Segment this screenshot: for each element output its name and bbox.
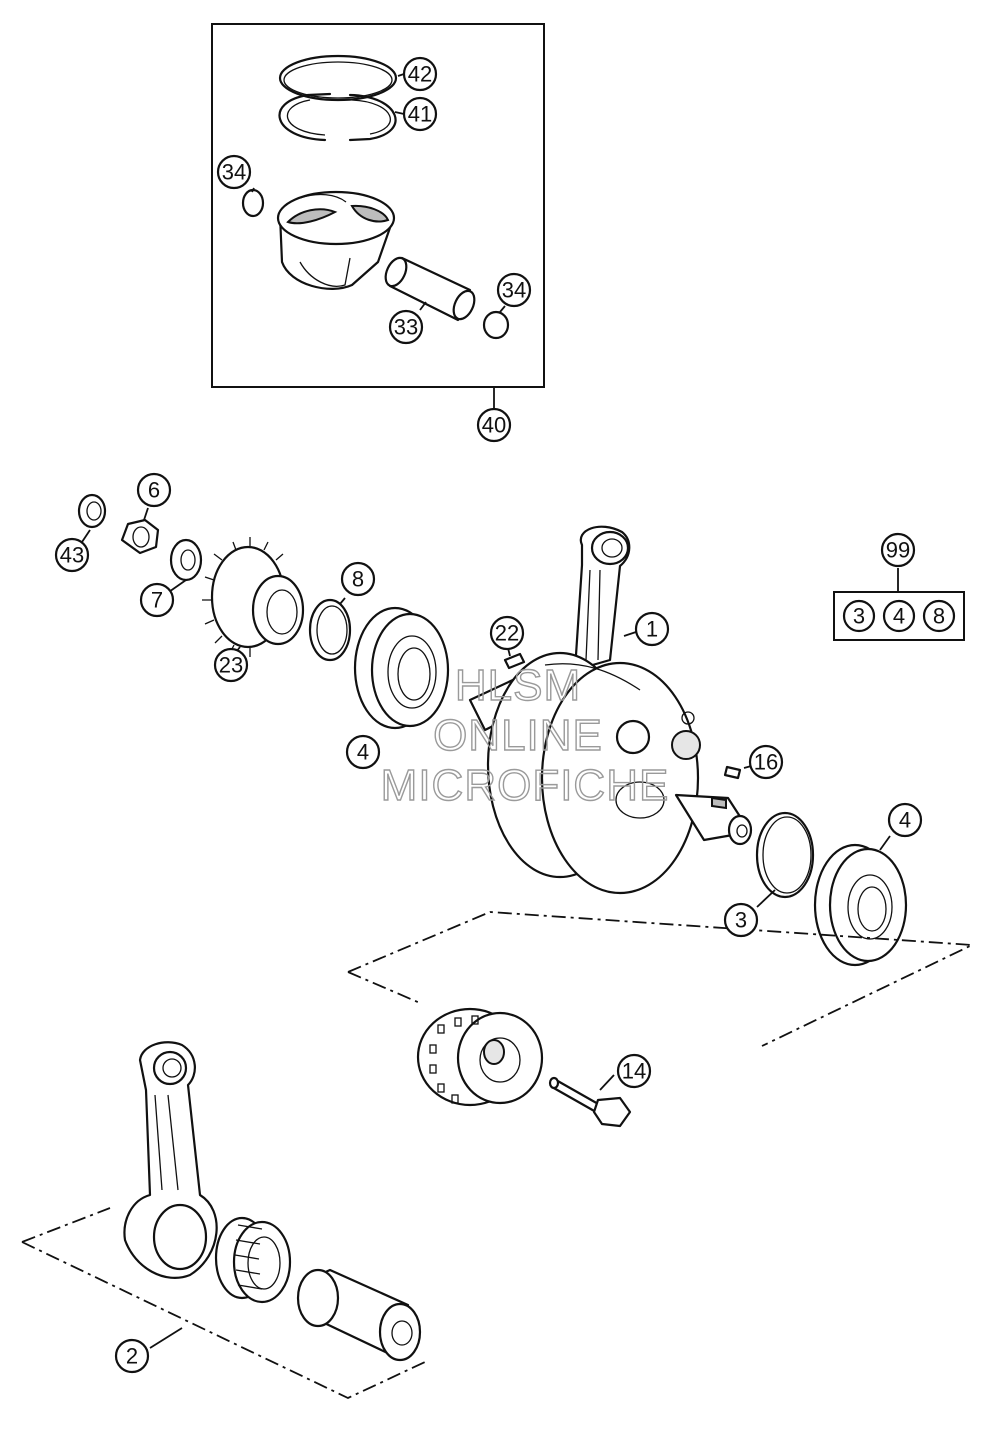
callout-99: 99 [880,532,916,568]
piston-kit-box [211,23,545,388]
watermark-line-2: ONLINE [433,711,603,760]
callout-7: 7 [139,582,175,618]
svg-text:4: 4 [893,604,905,629]
svg-text:23: 23 [219,653,243,678]
callout-43: 43 [54,537,90,573]
piston [276,190,396,290]
svg-text:2: 2 [126,1344,138,1369]
callout-23: 23 [213,647,249,683]
callout-2: 2 [114,1338,150,1374]
crankshaft-assembly [468,525,753,895]
callout-1: 1 [634,611,670,647]
callout-3: 3 [723,902,759,938]
svg-text:6: 6 [148,478,160,503]
circlip-left [241,188,265,218]
callout-8: 8 [340,561,376,597]
callout-40: 40 [476,407,512,443]
svg-text:8: 8 [352,567,364,592]
callout-42: 42 [402,56,438,92]
svg-text:3: 3 [735,908,747,933]
svg-text:41: 41 [408,102,432,127]
washer-7 [169,538,203,582]
callout-33: 33 [388,309,424,345]
callout-16: 16 [748,744,784,780]
callout-kit-4: 4 [882,599,916,633]
watermark-line-1: HLSM [455,661,581,710]
svg-text:1: 1 [646,617,658,642]
piston-kit-group [211,23,545,410]
o-ring-8 [308,598,352,662]
svg-text:4: 4 [357,740,369,765]
callout-kit-3: 3 [842,599,876,633]
main-bearing-4-left [353,606,450,730]
woodruff-key-22 [503,652,526,670]
watermark: HLSM ONLINE MICROFICHE [380,660,670,810]
connecting-rod-kit [123,1041,422,1362]
piston-pin [384,256,476,322]
hex-nut-6 [120,518,160,555]
svg-text:34: 34 [502,278,526,303]
callout-34-right: 34 [496,272,532,308]
svg-text:7: 7 [151,588,163,613]
dashed-plane-conrod [21,1207,426,1399]
oil-seal-43 [77,493,107,529]
svg-text:99: 99 [886,538,910,563]
callout-41: 41 [402,96,438,132]
svg-text:33: 33 [394,315,418,340]
callout-kit-8: 8 [922,599,956,633]
shim-washer-3 [755,811,815,899]
main-bearing-4-right [813,843,908,967]
svg-text:40: 40 [482,413,506,438]
dashed-plane-rotor-lower [347,971,421,1004]
svg-text:3: 3 [853,604,865,629]
callout-34-left: 34 [216,154,252,190]
circlip-right [482,310,510,340]
svg-text:34: 34 [222,160,246,185]
svg-text:14: 14 [622,1059,646,1084]
rotor-bolt-14 [548,1076,632,1128]
primary-gear-23 [202,537,305,657]
callout-4-right: 4 [887,802,923,838]
callout-4-left: 4 [345,734,381,770]
woodruff-key-16 [723,765,742,780]
callout-14: 14 [616,1053,652,1089]
piston-ring-second [278,92,397,142]
flywheel-rotor [416,1007,544,1107]
watermark-line-3: MICROFICHE [381,761,670,810]
piston-ring-top [278,54,398,102]
svg-text:16: 16 [754,750,778,775]
svg-text:4: 4 [899,808,911,833]
svg-text:8: 8 [933,604,945,629]
kit-99-box [833,591,965,641]
callout-22: 22 [489,615,525,651]
svg-text:42: 42 [408,62,432,87]
svg-text:43: 43 [60,543,84,568]
svg-text:22: 22 [495,621,519,646]
callout-6: 6 [136,472,172,508]
kit-99-group [833,568,965,641]
